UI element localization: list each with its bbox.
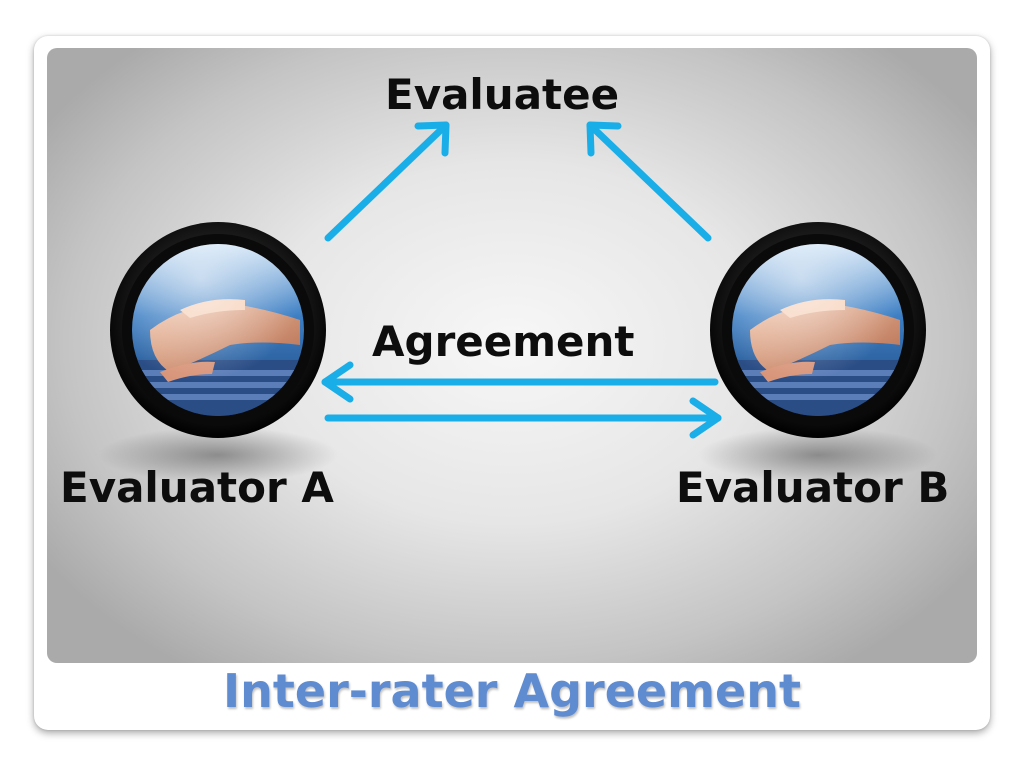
evaluatee-label: Evaluatee <box>385 70 620 119</box>
evaluator-a-label: Evaluator A <box>60 463 334 512</box>
arrow-b-to-evaluatee <box>586 121 712 242</box>
arrow-a-to-b <box>324 397 722 439</box>
arrow-b-to-a <box>321 361 719 403</box>
evaluator-a-node <box>98 222 338 483</box>
evaluator-b-node <box>698 222 938 483</box>
hands-typing-image <box>732 244 904 416</box>
arrow-a-to-evaluatee <box>324 121 450 242</box>
hands-typing-image <box>132 244 304 416</box>
agreement-label: Agreement <box>372 317 635 366</box>
slide-title: Inter-rater Agreement <box>223 664 801 718</box>
evaluator-b-label: Evaluator B <box>676 463 950 512</box>
